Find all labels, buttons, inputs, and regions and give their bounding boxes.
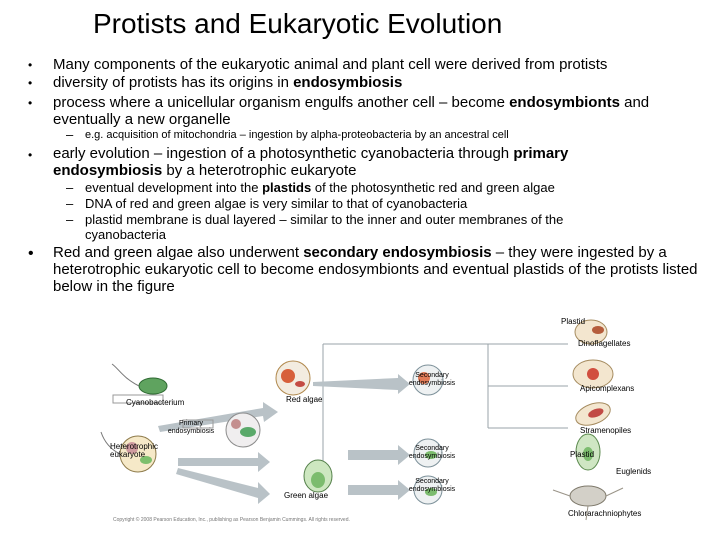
page-title: Protists and Eukaryotic Evolution: [93, 8, 503, 39]
label-red-algae: Red algae: [286, 395, 323, 404]
last-b: secondary endosymbiosis: [303, 244, 492, 261]
sub-plastids: eventual development into the plastids o…: [85, 180, 685, 195]
label-stramenopiles: Stramenopiles: [580, 426, 632, 435]
label-primary: Primary endosymbiosis: [167, 420, 215, 435]
bullet-3: process where a unicellular organism eng…: [53, 94, 705, 128]
sub-mitochondria: e.g. acquisition of mitochondria – inges…: [85, 129, 509, 141]
last-c: – they were ingested by a heterotrophic …: [53, 244, 698, 295]
bullet-dot: •: [28, 148, 33, 162]
bullet-early: early evolution – ingestion of a photosy…: [53, 145, 653, 179]
last-a: Red and green algae also underwent: [53, 244, 300, 261]
bullet-2: diversity of protists has its origins in…: [53, 74, 693, 91]
label-plastid-top: Plastid: [561, 317, 586, 326]
sub-plastids-a: eventual development into the: [85, 180, 259, 195]
label-secondary-1: Secondary endosymbiosis: [408, 372, 456, 387]
bullet-dot: •: [28, 245, 34, 262]
dash: –: [66, 212, 74, 227]
label-green-algae: Green algae: [284, 491, 329, 500]
cyanobacterium-cell: [111, 363, 168, 395]
label-heterotrophic: Heterotrophic eukaryote: [110, 442, 159, 459]
early-a: early evolution – ingestion of a photosy…: [53, 145, 510, 162]
bullet-3-text: process where a unicellular organism eng…: [53, 94, 505, 111]
label-secondary-2: Secondary endosymbiosis: [408, 445, 456, 460]
bullet-dot: •: [28, 76, 33, 90]
dash: –: [66, 180, 74, 195]
dash: –: [66, 196, 74, 211]
sub-membrane: plastid membrane is dual layered – simil…: [85, 212, 564, 242]
figure-copyright: Copyright © 2008 Pearson Education, Inc.…: [113, 517, 350, 523]
bullet-1: Many components of the eukaryotic animal…: [53, 56, 608, 73]
bullet-last: Red and green algae also underwent secon…: [53, 244, 713, 295]
dash: –: [66, 127, 74, 142]
label-chlorarachniophytes: Chlorarachniophytes: [568, 509, 642, 518]
bullet-3-tail: and eventually a new organelle: [53, 94, 650, 128]
label-cyanobacterium: Cyanobacterium: [126, 398, 185, 407]
early-c: by a heterotrophic eukaryote: [166, 162, 357, 179]
label-dinoflagellates: Dinoflagellates: [578, 339, 631, 348]
bullet-dot: •: [28, 96, 33, 110]
sub-plastids-b: plastids: [262, 180, 312, 195]
label-plastid-mid: Plastid: [570, 450, 595, 459]
early-b: primary endosymbiosis: [53, 145, 569, 179]
bullet-dot: •: [28, 58, 33, 72]
label-secondary-3: Secondary endosymbiosis: [408, 478, 456, 493]
figure-drawing: [100, 319, 624, 521]
sub-plastids-c: of the photosynthetic red and green alga…: [314, 180, 555, 195]
endosymbiosis-figure: Plastid Dinoflagellates Secondary endosy…: [98, 308, 658, 530]
bullet-3-bold: endosymbionts: [509, 94, 620, 111]
label-apicomplexans: Apicomplexans: [580, 384, 635, 393]
label-euglenids: Euglenids: [616, 467, 652, 476]
bullet-2-bold: endosymbiosis: [293, 74, 403, 91]
sub-dna: DNA of red and green algae is very simil…: [85, 196, 468, 211]
bullet-2-text: diversity of protists has its origins in: [53, 74, 289, 91]
